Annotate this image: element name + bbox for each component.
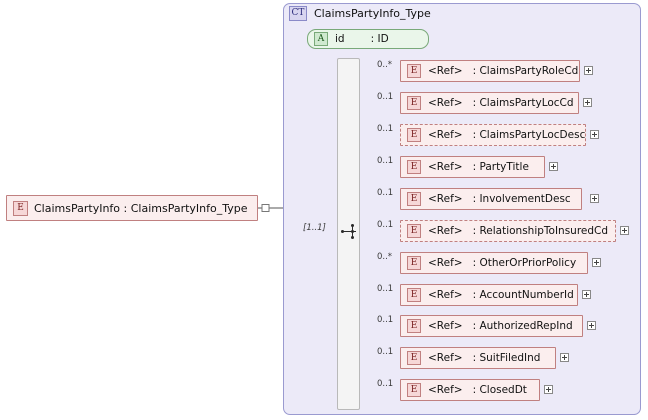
ref-tag: <Ref> (428, 65, 463, 77)
occurs-label: 0..1 (377, 188, 394, 198)
element-badge: E (407, 192, 421, 206)
expand-icon[interactable] (549, 162, 558, 171)
ref-tag: <Ref> (428, 320, 463, 332)
ref-row-authorizedrepind[interactable]: E <Ref> : AuthorizedRepInd (400, 315, 583, 337)
expand-icon[interactable] (560, 353, 569, 362)
expand-icon[interactable] (544, 385, 553, 394)
attribute-type: : ID (370, 33, 389, 45)
ref-row-claimspartyloccd[interactable]: E <Ref> : ClaimsPartyLocCd (400, 92, 579, 114)
complex-type-badge: CT (289, 6, 307, 21)
attribute-badge: A (314, 32, 328, 46)
expand-icon[interactable] (590, 194, 599, 203)
occurs-label: 0..1 (377, 220, 394, 230)
ref-name: : ClosedDt (472, 384, 527, 396)
root-element-box[interactable]: E ClaimsPartyInfo : ClaimsPartyInfo_Type (6, 195, 258, 221)
element-badge: E (407, 288, 421, 302)
ref-row-involvementdesc[interactable]: E <Ref> : InvolvementDesc (400, 188, 582, 210)
ref-tag: <Ref> (428, 257, 463, 269)
ref-row-suitfiledind[interactable]: E <Ref> : SuitFiledInd (400, 347, 556, 369)
ref-tag: <Ref> (428, 289, 463, 301)
ref-tag: <Ref> (428, 161, 463, 173)
occurs-label: 0..1 (377, 379, 394, 389)
attribute-id[interactable]: A id : ID (307, 29, 429, 49)
ref-tag: <Ref> (428, 384, 463, 396)
occurs-label: 0..1 (377, 347, 394, 357)
ref-row-otherorpriorpolicy[interactable]: E <Ref> : OtherOrPriorPolicy (400, 252, 588, 274)
expand-icon[interactable] (584, 66, 593, 75)
expand-icon[interactable] (590, 130, 599, 139)
ref-name: : SuitFiledInd (472, 352, 541, 364)
ref-name: : RelationshipToInsuredCd (472, 225, 609, 237)
ref-name: : ClaimsPartyLocCd (472, 97, 574, 109)
ref-tag: <Ref> (428, 97, 463, 109)
sequence-icon (341, 222, 357, 242)
element-badge: E (407, 128, 421, 142)
ref-name: : PartyTitle (472, 161, 529, 173)
complex-type-title: ClaimsPartyInfo_Type (314, 7, 431, 20)
element-badge: E (407, 351, 421, 365)
ref-row-accountnumberid[interactable]: E <Ref> : AccountNumberId (400, 284, 578, 306)
occurs-label: 0..* (377, 60, 393, 70)
element-badge: E (407, 383, 421, 397)
occurs-label: 0..1 (377, 156, 394, 166)
ref-row-closeddt[interactable]: E <Ref> : ClosedDt (400, 379, 540, 401)
occurs-label: 0..1 (377, 124, 394, 134)
element-badge: E (13, 200, 28, 216)
attribute-name: id (335, 33, 345, 45)
ref-row-claimspartyrolecd[interactable]: E <Ref> : ClaimsPartyRoleCd (400, 60, 580, 82)
ref-name: : OtherOrPriorPolicy (472, 257, 577, 269)
ref-tag: <Ref> (428, 129, 463, 141)
ref-row-relationshiptoinsuredcd[interactable]: E <Ref> : RelationshipToInsuredCd (400, 220, 616, 242)
sequence-occurs: [1..1] (303, 223, 326, 233)
occurs-label: 0..1 (377, 315, 394, 325)
element-badge: E (407, 160, 421, 174)
ref-name: : InvolvementDesc (472, 193, 571, 205)
sequence-compositor[interactable] (337, 58, 360, 410)
ref-row-partytitle[interactable]: E <Ref> : PartyTitle (400, 156, 545, 178)
ref-row-claimspartylocdesc[interactable]: E <Ref> : ClaimsPartyLocDesc (400, 124, 586, 146)
ref-name: : AuthorizedRepInd (472, 320, 573, 332)
expand-icon[interactable] (592, 258, 601, 267)
element-badge: E (407, 319, 421, 333)
element-badge: E (407, 256, 421, 270)
root-element-label: ClaimsPartyInfo : ClaimsPartyInfo_Type (34, 201, 248, 215)
expand-icon[interactable] (582, 290, 591, 299)
element-badge: E (407, 96, 421, 110)
ref-tag: <Ref> (428, 352, 463, 364)
occurs-label: 0..1 (377, 92, 394, 102)
ref-tag: <Ref> (428, 193, 463, 205)
occurs-label: 0..1 (377, 284, 394, 294)
element-badge: E (407, 64, 421, 78)
complex-type-header: CT ClaimsPartyInfo_Type (289, 6, 431, 21)
expand-icon[interactable] (587, 321, 596, 330)
ref-name: : ClaimsPartyLocDesc (472, 129, 586, 141)
expand-icon[interactable] (620, 226, 629, 235)
occurs-label: 0..* (377, 252, 393, 262)
ref-name: : ClaimsPartyRoleCd (472, 65, 579, 77)
expand-icon[interactable] (583, 98, 592, 107)
ref-name: : AccountNumberId (472, 289, 574, 301)
element-badge: E (407, 224, 421, 238)
ref-tag: <Ref> (428, 225, 463, 237)
